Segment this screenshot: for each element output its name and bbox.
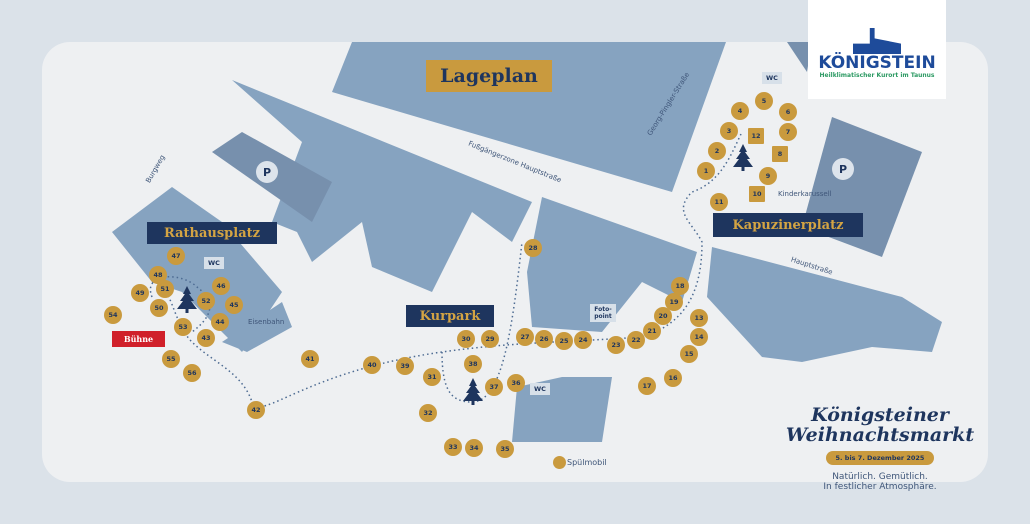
place-kinderkarussell: Kinderkarussell <box>778 190 832 198</box>
event-title-2: Weihnachtsmarkt <box>785 424 975 446</box>
stand-marker[interactable]: 45 <box>225 296 243 314</box>
stand-marker[interactable]: 47 <box>167 247 185 265</box>
stand-marker[interactable]: 18 <box>671 277 689 295</box>
stand-marker[interactable]: 2 <box>708 142 726 160</box>
stand-marker[interactable]: 26 <box>535 330 553 348</box>
stand-marker[interactable]: 12 <box>748 128 764 144</box>
parking-icon: P <box>256 161 278 183</box>
stand-marker[interactable]: 24 <box>574 331 592 349</box>
stand-marker[interactable]: 14 <box>690 328 708 346</box>
stand-marker[interactable]: 29 <box>481 330 499 348</box>
stand-marker[interactable]: 19 <box>665 293 683 311</box>
stand-marker[interactable]: 32 <box>419 404 437 422</box>
wc-kurpark: WC <box>530 383 550 395</box>
place-eisenbahn: Eisenbahn <box>248 318 285 326</box>
christmas-tree-icon <box>177 286 197 313</box>
stand-marker[interactable]: 39 <box>396 357 414 375</box>
spuelmobil-marker <box>553 456 566 469</box>
stand-marker[interactable]: 1 <box>697 162 715 180</box>
stand-marker[interactable]: 42 <box>247 401 265 419</box>
stand-marker[interactable]: 10 <box>749 186 765 202</box>
map-title: Lageplan <box>426 60 552 92</box>
stand-marker[interactable]: 37 <box>485 378 503 396</box>
stand-marker[interactable]: 21 <box>643 322 661 340</box>
stand-marker[interactable]: 5 <box>755 92 773 110</box>
stand-marker[interactable]: 9 <box>759 167 777 185</box>
stand-marker[interactable]: 51 <box>156 280 174 298</box>
stand-marker[interactable]: 22 <box>627 331 645 349</box>
stand-marker[interactable]: 8 <box>772 146 788 162</box>
area-rathausplatz[interactable]: Rathausplatz <box>147 222 277 244</box>
area-kurpark[interactable]: Kurpark <box>406 305 494 327</box>
stand-marker[interactable]: 34 <box>465 439 483 457</box>
stand-marker[interactable]: 3 <box>720 122 738 140</box>
stand-marker[interactable]: 46 <box>212 277 230 295</box>
stand-marker[interactable]: 27 <box>516 328 534 346</box>
stand-marker[interactable]: 43 <box>197 329 215 347</box>
logo: KÖNIGSTEIN Heilklimatischer Kurort im Ta… <box>808 0 946 99</box>
stand-marker[interactable]: 54 <box>104 306 122 324</box>
logo-name: KÖNIGSTEIN <box>818 53 936 73</box>
castle-icon <box>853 28 901 54</box>
stand-marker[interactable]: 36 <box>507 374 525 392</box>
stand-marker[interactable]: 16 <box>664 369 682 387</box>
stand-marker[interactable]: 20 <box>654 307 672 325</box>
parking-icon: P <box>832 158 854 180</box>
stand-marker[interactable]: 6 <box>779 103 797 121</box>
stand-marker[interactable]: 53 <box>174 318 192 336</box>
stand-marker[interactable]: 30 <box>457 330 475 348</box>
event-dates: 5. bis 7. Dezember 2025 <box>825 451 935 465</box>
stand-marker[interactable]: 55 <box>162 350 180 368</box>
stand-marker[interactable]: 33 <box>444 438 462 456</box>
stand-marker[interactable]: 4 <box>731 102 749 120</box>
stand-marker[interactable]: 50 <box>150 299 168 317</box>
stand-marker[interactable]: 40 <box>363 356 381 374</box>
logo-tagline: Heilklimatischer Kurort im Taunus <box>819 72 935 79</box>
stand-marker[interactable]: 52 <box>197 292 215 310</box>
stand-marker[interactable]: 38 <box>464 355 482 373</box>
wc-rathausplatz: WC <box>204 257 224 269</box>
stand-marker[interactable]: 15 <box>680 345 698 363</box>
stand-marker[interactable]: 48 <box>149 266 167 284</box>
christmas-tree-icon <box>733 144 753 171</box>
slogan-2: In festlicher Atmosphäre. <box>823 482 937 492</box>
slogan-1: Natürlich. Gemütlich. <box>832 472 928 482</box>
stand-marker[interactable]: 49 <box>131 284 149 302</box>
stand-marker[interactable]: 11 <box>710 193 728 211</box>
event-title-1: Königsteiner <box>811 404 949 426</box>
fotopoint: Foto-point <box>590 304 616 322</box>
stand-marker[interactable]: 56 <box>183 364 201 382</box>
stage-buehne[interactable]: Bühne <box>112 331 165 347</box>
stand-marker[interactable]: 44 <box>211 313 229 331</box>
place-spuelmobil: Spülmobil <box>567 458 607 467</box>
stand-marker[interactable]: 25 <box>555 332 573 350</box>
stand-marker[interactable]: 23 <box>607 336 625 354</box>
stand-marker[interactable]: 7 <box>779 123 797 141</box>
christmas-tree-icon <box>463 378 483 405</box>
stand-marker[interactable]: 41 <box>301 350 319 368</box>
stand-marker[interactable]: 13 <box>690 309 708 327</box>
stand-marker[interactable]: 28 <box>524 239 542 257</box>
event-logo: Königsteiner Weihnachtsmarkt 5. bis 7. D… <box>785 395 975 492</box>
stand-marker[interactable]: 17 <box>638 377 656 395</box>
area-kapuzinerplatz[interactable]: Kapuzinerplatz <box>713 213 863 237</box>
wc-kapuzinerplatz: WC <box>762 72 782 84</box>
stand-marker[interactable]: 35 <box>496 440 514 458</box>
stand-marker[interactable]: 31 <box>423 368 441 386</box>
